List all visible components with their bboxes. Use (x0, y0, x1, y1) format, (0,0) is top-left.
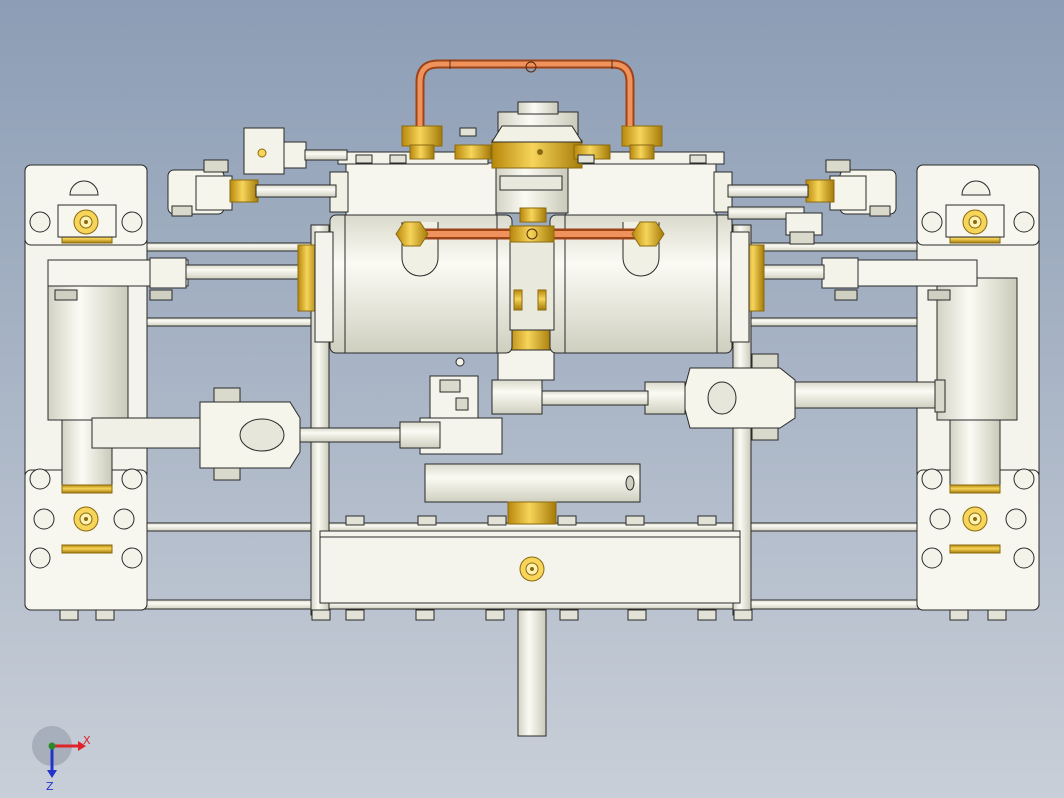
output-shaft[interactable] (517, 609, 547, 737)
right-valve-chest[interactable] (565, 162, 717, 216)
right-side-frame[interactable] (759, 164, 1040, 611)
right-steam-fitting[interactable] (621, 125, 663, 147)
center-valve-tower[interactable] (491, 101, 583, 223)
left-cylinder[interactable] (329, 214, 513, 354)
upper-left-linkage[interactable] (167, 127, 348, 217)
left-side-frame[interactable] (24, 164, 307, 611)
valve-linkage[interactable] (299, 357, 543, 455)
upper-right-linkage[interactable] (727, 159, 897, 245)
left-steam-fitting[interactable] (401, 125, 443, 147)
eccentric-disc[interactable] (424, 463, 641, 503)
right-clevis-link[interactable] (539, 353, 796, 441)
axis-triad: X Z (32, 726, 91, 793)
engine-model[interactable] (24, 59, 1040, 737)
base-nuts (59, 127, 1007, 621)
left-valve-chest[interactable] (345, 162, 497, 216)
crankshaft-brass-sleeve[interactable] (507, 501, 557, 525)
y-axis-dot (48, 742, 56, 750)
x-axis-label: X (83, 734, 91, 747)
z-axis-label: Z (46, 780, 54, 793)
